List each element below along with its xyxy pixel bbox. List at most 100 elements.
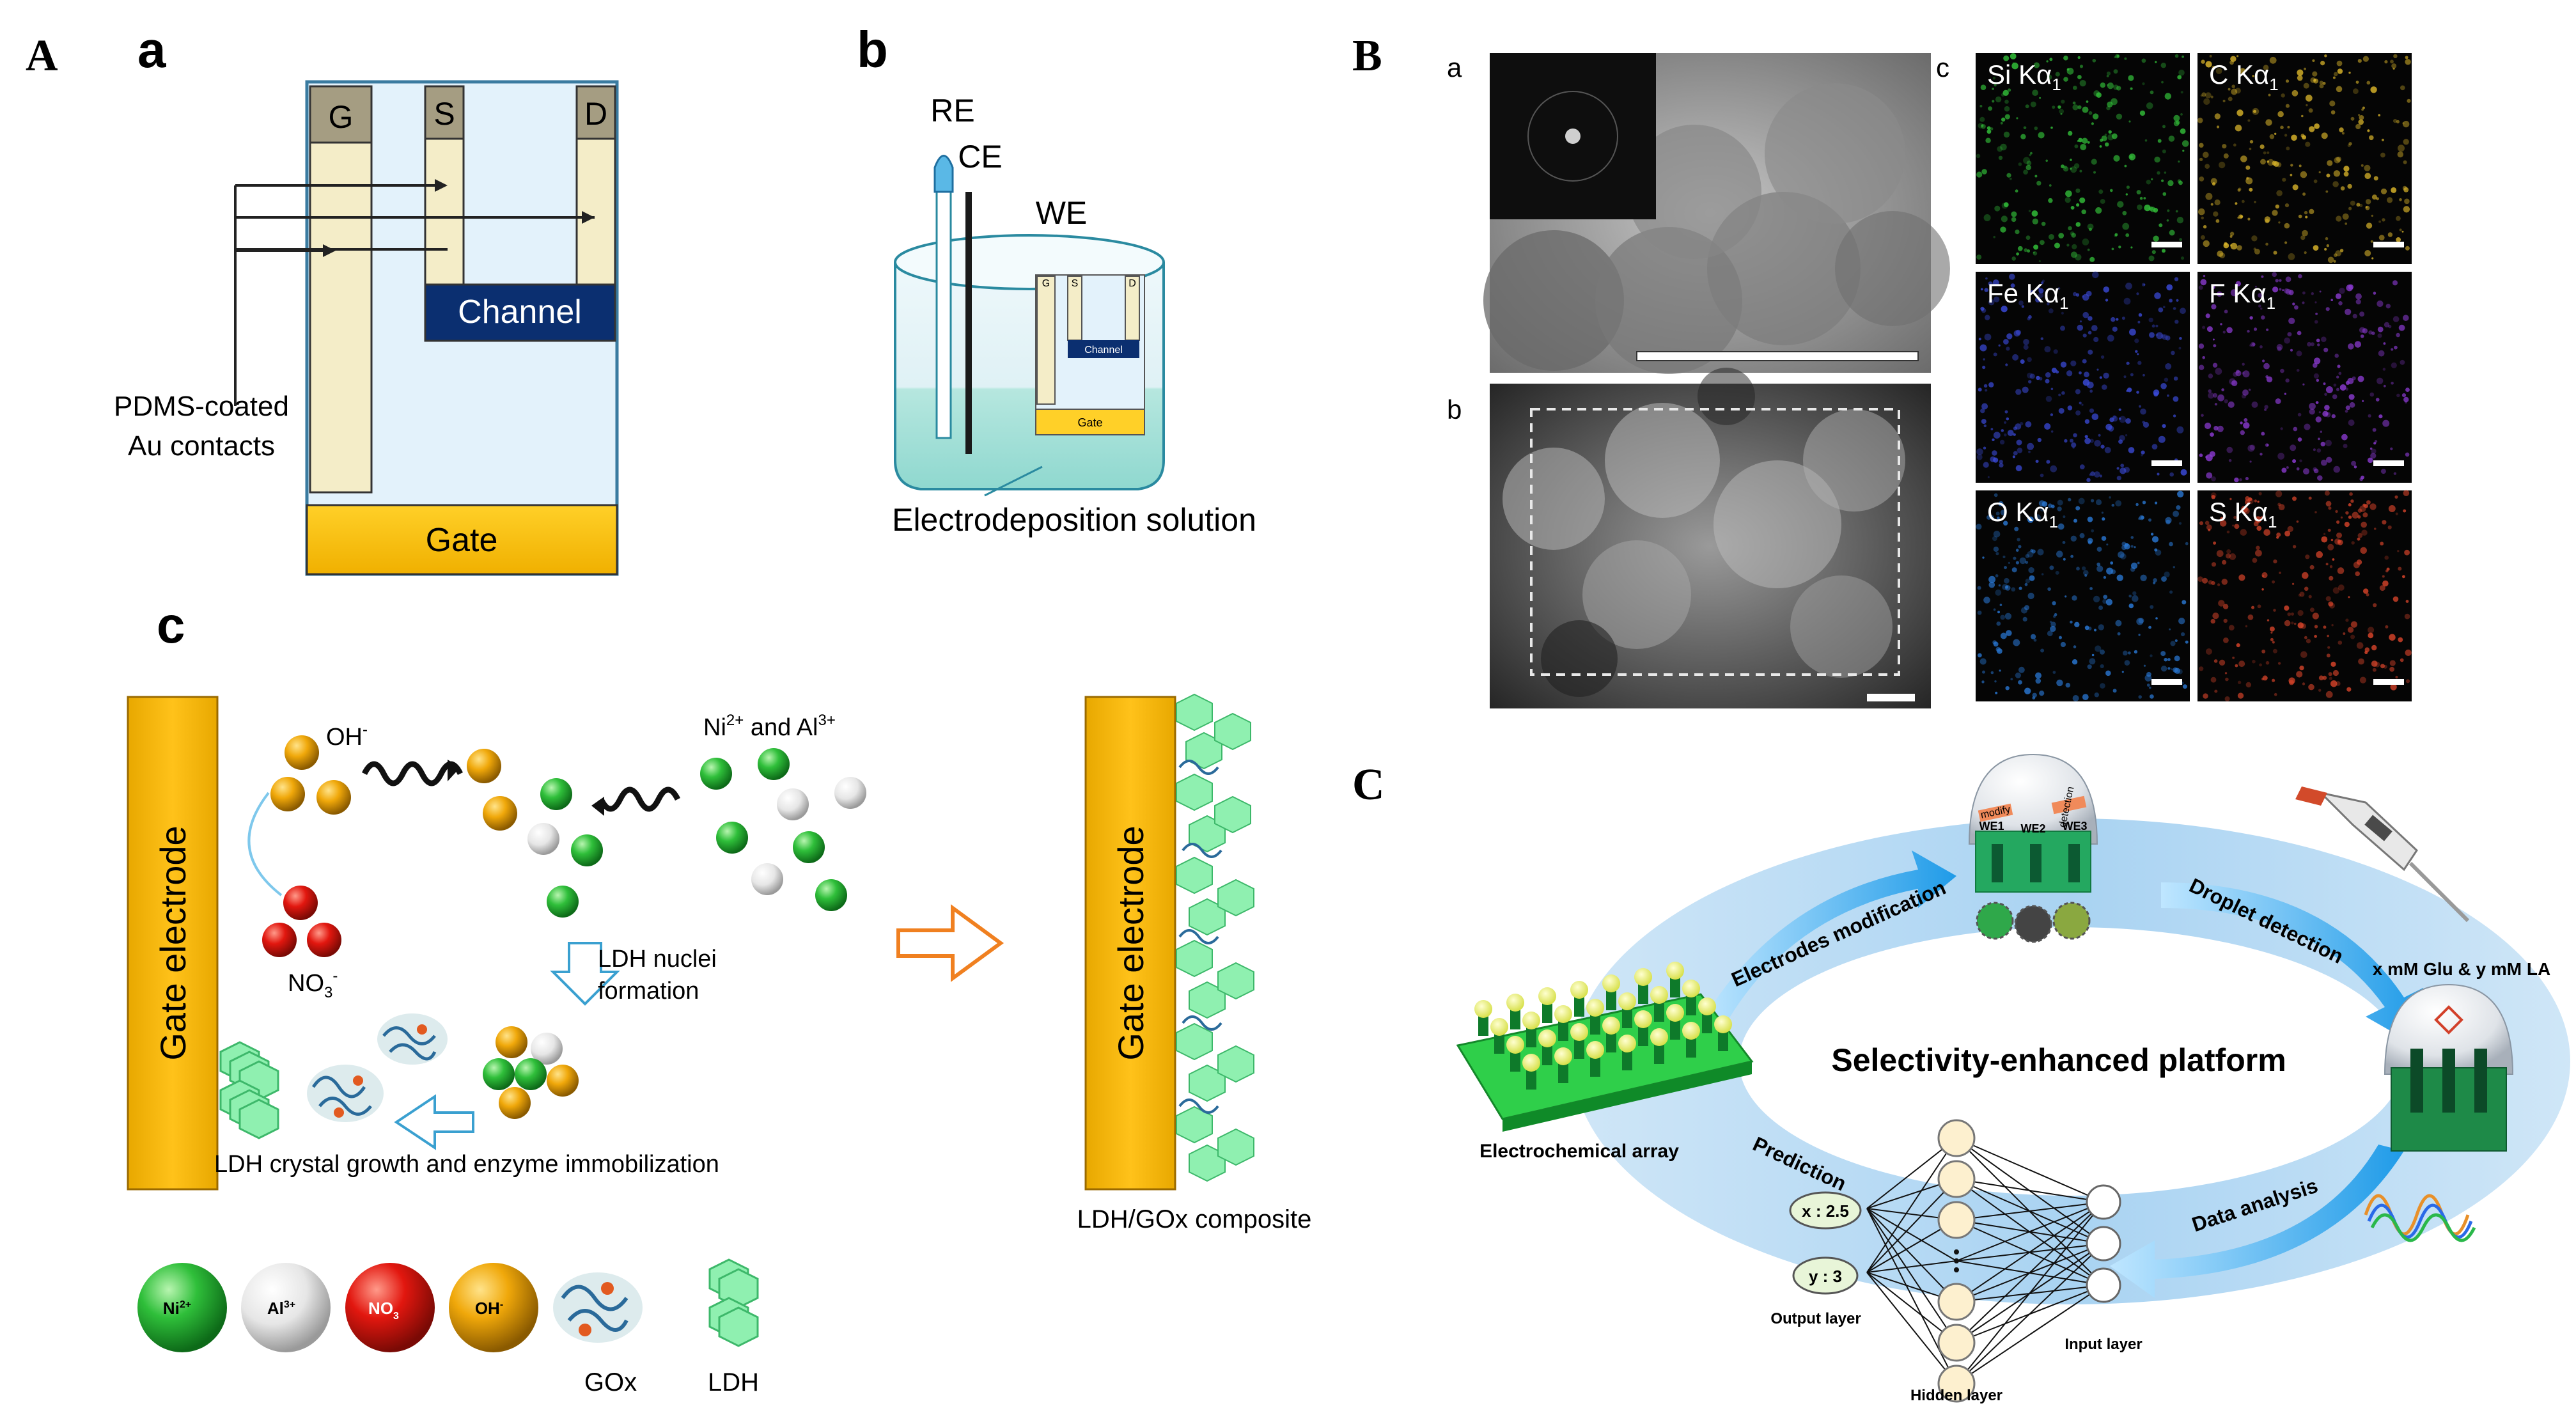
contacts-label-line2: Au contacts [128,430,275,462]
left-arrow-growth [394,1094,474,1150]
gate-electrode-right [1084,696,1176,1191]
contact-label-D: D [584,96,607,132]
nn-input-node [2086,1226,2121,1262]
legend-ni-sphere [137,1263,227,1352]
legend-no3-label: NO3 [368,1299,399,1322]
legend-gox-label: GOx [584,1368,637,1396]
array-electrode [1490,1018,1508,1054]
eds-map-o: O Kα1 [1976,490,2190,701]
array-electrode [1538,987,1556,1023]
nn-input-node [2086,1184,2121,1220]
platform-diagram [1456,753,2570,1403]
mini-label-S: S [1072,278,1079,289]
array-electrode [1650,1028,1668,1064]
array-electrode [1666,1004,1684,1040]
array-bulbs [1474,962,1732,1090]
ni-al-label: Ni2+ and Al3+ [703,712,836,741]
no3-label: NO3- [288,967,338,1001]
array-electrode [1506,1036,1524,1072]
array-electrode [1698,997,1716,1033]
gate-electrode-left-label: Gate electrode [153,825,193,1060]
legend-oh-label: OH- [475,1299,503,1318]
electrode-label-WE: WE [1036,195,1088,231]
array-electrode [1522,1012,1540,1047]
array-electrode [1554,1005,1572,1041]
electrochemical-array-label: Electrochemical array [1479,1141,1679,1162]
nn-hidden-node [1937,1364,1976,1403]
gate-label: Gate [426,522,498,559]
array-electrode [1570,981,1588,1017]
contact-label-G: G [329,99,354,135]
eds-map-f: F Kα1 [2197,272,2412,483]
legend-no3-sphere [345,1263,435,1352]
mini-label-G: G [1042,278,1050,289]
gate-electrode-right-label: Gate electrode [1111,825,1151,1060]
subpanel-letter-Ab: b [857,21,888,78]
platform-title: Selectivity-enhanced platform [1831,1042,2286,1078]
curved-arrow-no3 [247,792,283,896]
eds-map-c: C Kα1 [2197,53,2412,264]
gox-enzyme-growth [307,1013,448,1122]
array-electrode [1618,992,1636,1028]
subpanel-letter-Aa: a [137,21,166,78]
mini-label-D: D [1128,278,1136,289]
ldh-nucleus-cluster [483,1026,579,1119]
mini-channel-label: Channel [1084,345,1123,356]
wavy-arrow-oh [361,761,464,786]
legend-oh-sphere [449,1263,538,1352]
modification-device [1968,753,2098,943]
eds-map-label: S Kα1 [2209,497,2277,531]
panel-letter-C: C [1352,760,1385,809]
array-electrode [1634,968,1652,1004]
solution-label: Electrodeposition solution [892,502,1256,538]
array-electrode [1522,1054,1540,1090]
electrode-label-CE: CE [958,139,1002,175]
array-electrode [1602,1017,1620,1052]
nn-hidden-node [1937,1160,1976,1198]
we3-label: WE3 [2062,820,2087,833]
growth-label: LDH crystal growth and enzyme immobiliza… [214,1151,719,1178]
wavy-arrow-ni [598,786,681,812]
array-electrode [1602,974,1620,1010]
nn-hidden-node [1937,1201,1976,1239]
no3-ions [262,886,341,957]
output-y-label: y : 3 [1809,1267,1842,1286]
ni-al-ions [527,748,866,918]
input-layer-label: Input layer [2065,1336,2142,1353]
output-x-box [1789,1191,1862,1230]
array-electrode [1586,1041,1604,1077]
eds-map-label: O Kα1 [1987,497,2058,531]
eds-map-label: Si Kα1 [1987,59,2061,94]
arrow-electrodes-modification [1701,850,1956,1023]
contacts-label-line1: PDMS-coated [114,391,289,422]
scale-bar [2373,242,2404,247]
tem-image [1483,53,1950,374]
nn-input-node [2086,1267,2121,1303]
subpanel-letter-Bc: c [1936,52,1949,82]
array-electrode [1570,1023,1588,1059]
eds-map-label: C Kα1 [2209,59,2279,94]
array-electrode [1666,962,1684,997]
we1-label: WE1 [1979,820,2004,833]
mini-gate-label: Gate [1077,416,1102,429]
array-electrode [1474,1000,1492,1036]
nn-ellipsis [1954,1267,1959,1272]
array-electrode [1634,1010,1652,1046]
scale-bar [2151,460,2182,466]
arrow-data-analysis [2110,1145,2404,1298]
array-electrode [1618,1035,1636,1070]
nn-ellipsis [1954,1258,1959,1263]
eds-map-label: Fe Kα1 [1987,278,2068,313]
we2-label: WE2 [2020,822,2045,835]
eds-map-si: Si Kα1 [1976,53,2190,264]
sample-label: x mM Glu & y mM LA [2373,959,2550,979]
scale-bar [2151,679,2182,685]
legend-al-sphere [241,1263,331,1352]
nn-hidden-node [1937,1119,1976,1157]
array-electrode [1682,1022,1700,1058]
gate-electrode-left [127,696,219,1191]
droplet-device [2364,983,2514,1242]
legend-ni-label: Ni2+ [163,1299,191,1318]
ldh-stack-growth [219,1041,279,1139]
nn-connections [1866,1137,2104,1384]
